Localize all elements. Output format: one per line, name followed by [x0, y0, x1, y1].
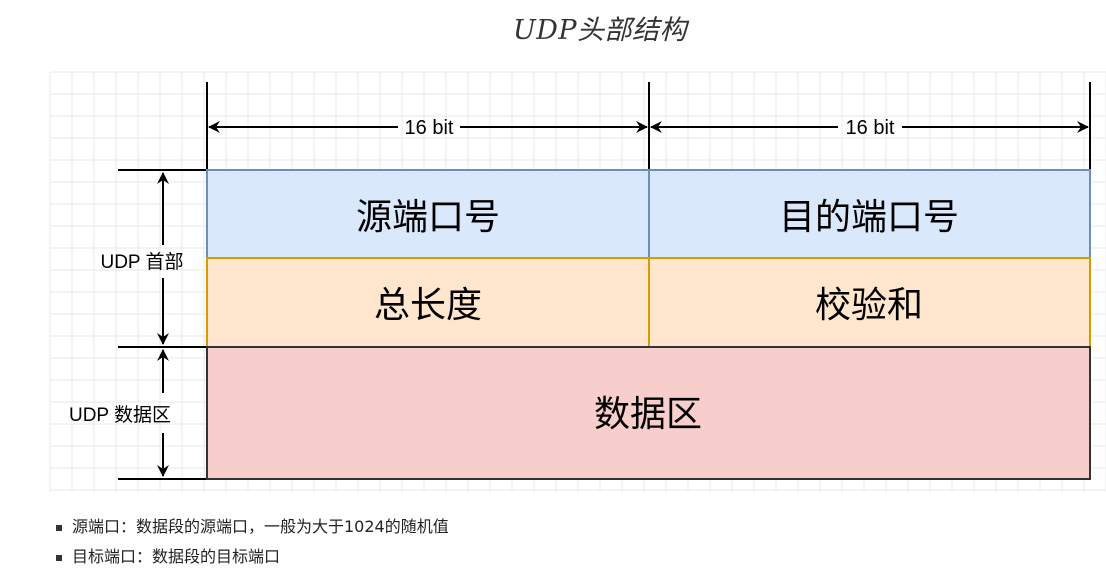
length-cell: 总长度 [206, 257, 650, 348]
bit-label: 16 bit [405, 117, 454, 139]
udp-header-label: UDP 首部 [100, 251, 183, 273]
svg-text:源端口号: 源端口号 [356, 197, 500, 238]
bit-label: 16 bit [846, 117, 895, 139]
svg-text:总长度: 总长度 [374, 285, 482, 326]
source-port-cell: 源端口号 [206, 169, 650, 259]
data-cell: 数据区 [206, 346, 1091, 480]
notes-list: 源端口：数据段的源端口，一般为大于1024的随机值 目标端口：数据段的目标端口 [52, 512, 449, 572]
svg-text:目的端口号: 目的端口号 [779, 197, 959, 238]
side-separators [118, 169, 207, 480]
checksum-cell: 校验和 [648, 257, 1091, 348]
bit-boundary-lines [206, 82, 1091, 170]
bullet-icon [56, 555, 62, 561]
note-text: 源端口：数据段的源端口，一般为大于1024的随机值 [72, 517, 449, 536]
udp-header-diagram: 16 bit 16 bit UDP 首部 UDP 数据区 源端口号 目的端口号 … [49, 71, 1106, 492]
svg-text:校验和: 校验和 [815, 285, 923, 326]
list-item: 源端口：数据段的源端口，一般为大于1024的随机值 [52, 512, 449, 542]
bullet-icon [56, 525, 62, 531]
note-text: 目标端口：数据段的目标端口 [72, 547, 281, 566]
bit-width-arrow-1: 16 bit [208, 117, 648, 139]
udp-data-label: UDP 数据区 [69, 404, 171, 426]
bit-width-arrow-2: 16 bit [650, 117, 1089, 139]
svg-text:数据区: 数据区 [594, 394, 702, 435]
list-item: 目标端口：数据段的目标端口 [52, 542, 449, 572]
diagram-title: UDP头部结构 [512, 15, 688, 46]
destination-port-cell: 目的端口号 [648, 169, 1091, 259]
